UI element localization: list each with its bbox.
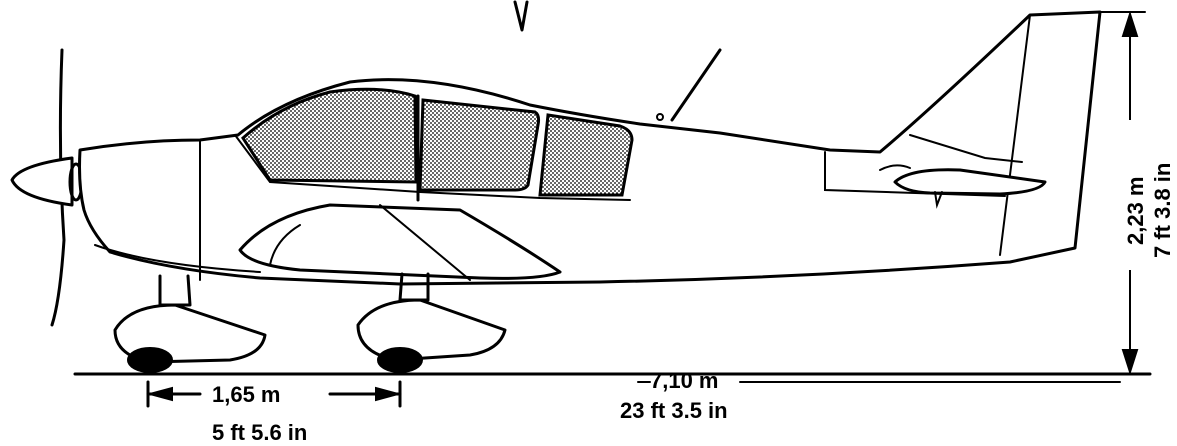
rudder-hinge bbox=[999, 14, 1031, 256]
wheelbase-arrow-left bbox=[146, 386, 173, 402]
fin-fairing bbox=[909, 134, 1023, 163]
antenna-base bbox=[656, 113, 664, 121]
nose-gear-strut bbox=[158, 274, 192, 307]
stabilizer-tip bbox=[934, 191, 943, 209]
cabin-window-rear bbox=[538, 113, 634, 197]
height-label-mask bbox=[1115, 120, 1175, 270]
antenna-mast bbox=[670, 48, 722, 122]
nose-wheel bbox=[127, 347, 173, 373]
height-label-metric: 2,23 m bbox=[1123, 177, 1148, 246]
cowl-lower bbox=[94, 244, 261, 273]
windscreen bbox=[241, 87, 418, 184]
stab-trim-tab bbox=[879, 164, 911, 171]
main-wheel bbox=[377, 347, 423, 373]
wing-root bbox=[379, 204, 471, 281]
horizontal-stabilizer bbox=[893, 168, 1047, 196]
antenna-top-mark bbox=[513, 0, 529, 32]
length-label-imperial: 23 ft 3.5 in bbox=[620, 398, 728, 423]
wing-flap bbox=[269, 224, 301, 266]
wheelbase-label-metric: 1,65 m bbox=[212, 382, 281, 407]
main-wheel-fairing bbox=[356, 298, 507, 362]
propeller-spinner bbox=[10, 156, 74, 207]
wheelbase-arrow-right bbox=[375, 386, 402, 402]
cabin-window-front bbox=[418, 98, 541, 192]
propeller-blade bbox=[50, 48, 66, 327]
height-label-imperial: 7 ft 3.8 in bbox=[1150, 163, 1175, 258]
wing bbox=[238, 203, 562, 280]
height-arrow-bottom bbox=[1121, 349, 1139, 376]
door-frame bbox=[234, 134, 631, 201]
length-label-metric: 7,10 m bbox=[650, 368, 719, 393]
wheelbase-label-imperial: 5 ft 5.6 in bbox=[212, 420, 307, 445]
height-arrow-top bbox=[1121, 10, 1139, 37]
